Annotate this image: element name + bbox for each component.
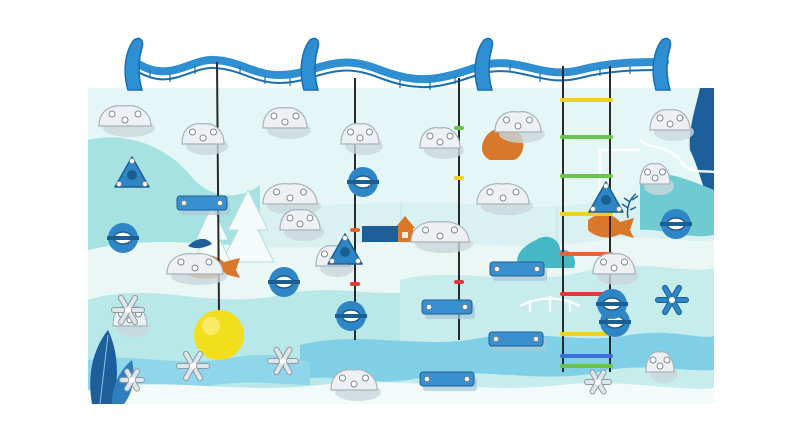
leaf-icon bbox=[621, 193, 639, 219]
bar-hold[interactable] bbox=[489, 261, 547, 281]
climbing-hold[interactable] bbox=[419, 127, 464, 159]
bar-hold[interactable] bbox=[419, 371, 477, 391]
climbing-hold[interactable] bbox=[410, 221, 473, 253]
ring-hold[interactable] bbox=[347, 167, 379, 197]
climbing-hold[interactable] bbox=[639, 163, 674, 195]
snowflake-icon[interactable] bbox=[267, 346, 299, 376]
climbing-hold[interactable] bbox=[279, 209, 324, 241]
ladder-rung[interactable] bbox=[560, 364, 613, 368]
climbing-hold[interactable] bbox=[340, 123, 383, 155]
snowflake-holds bbox=[111, 284, 689, 395]
ring-hold[interactable] bbox=[660, 209, 692, 239]
ladder-rung[interactable] bbox=[560, 98, 613, 102]
tree-icon bbox=[517, 236, 576, 268]
climbing-hold[interactable] bbox=[649, 109, 694, 141]
rope-ladder[interactable] bbox=[560, 66, 613, 372]
house-icon bbox=[362, 216, 415, 242]
ladder-rung[interactable] bbox=[560, 354, 613, 358]
triangle-hold[interactable] bbox=[327, 233, 363, 265]
climbing-hold[interactable] bbox=[494, 111, 545, 143]
bar-hold[interactable] bbox=[421, 299, 475, 319]
snowflake-icon[interactable] bbox=[584, 369, 612, 395]
ring-hold[interactable] bbox=[268, 267, 300, 297]
bar-holds bbox=[176, 195, 547, 391]
snowflake-icon[interactable] bbox=[655, 284, 689, 316]
snowflake-icon[interactable] bbox=[119, 368, 145, 392]
climbing-hold[interactable] bbox=[98, 105, 155, 137]
snowflake-icon[interactable] bbox=[176, 350, 210, 382]
triangle-holds bbox=[114, 156, 624, 265]
overhead-wave-rail[interactable] bbox=[131, 55, 669, 90]
rail-bracket bbox=[124, 37, 672, 91]
ring-hold[interactable] bbox=[107, 223, 139, 253]
ladder-rung[interactable] bbox=[560, 212, 613, 216]
climbing-hold[interactable] bbox=[330, 369, 381, 401]
climbing-hold[interactable] bbox=[645, 351, 678, 383]
ring-hold[interactable] bbox=[335, 301, 367, 331]
ladder-rung[interactable] bbox=[560, 135, 613, 139]
bar-hold[interactable] bbox=[488, 331, 546, 351]
ring-hold[interactable] bbox=[596, 289, 628, 319]
triangle-hold[interactable] bbox=[588, 181, 624, 213]
ring-holds bbox=[107, 167, 692, 337]
scenery-lines bbox=[519, 139, 715, 312]
climbing-hold[interactable] bbox=[262, 183, 321, 215]
yellow-ball[interactable] bbox=[194, 310, 244, 360]
climbing-hold[interactable] bbox=[181, 123, 228, 155]
wall-panel bbox=[88, 88, 714, 405]
triangle-hold[interactable] bbox=[114, 156, 150, 188]
snowflake-icon[interactable] bbox=[111, 294, 145, 326]
ladder-rung[interactable] bbox=[560, 292, 613, 296]
climbing-hold[interactable] bbox=[262, 107, 311, 139]
ladder-rung[interactable] bbox=[560, 332, 613, 336]
ladder-rung[interactable] bbox=[560, 252, 613, 256]
climbing-hold[interactable] bbox=[166, 253, 227, 285]
climbing-hold[interactable] bbox=[476, 183, 533, 215]
ladder-rung[interactable] bbox=[560, 174, 613, 178]
climbing-hold[interactable] bbox=[592, 253, 639, 285]
bar-hold[interactable] bbox=[176, 195, 230, 215]
grey-holds bbox=[98, 105, 694, 401]
